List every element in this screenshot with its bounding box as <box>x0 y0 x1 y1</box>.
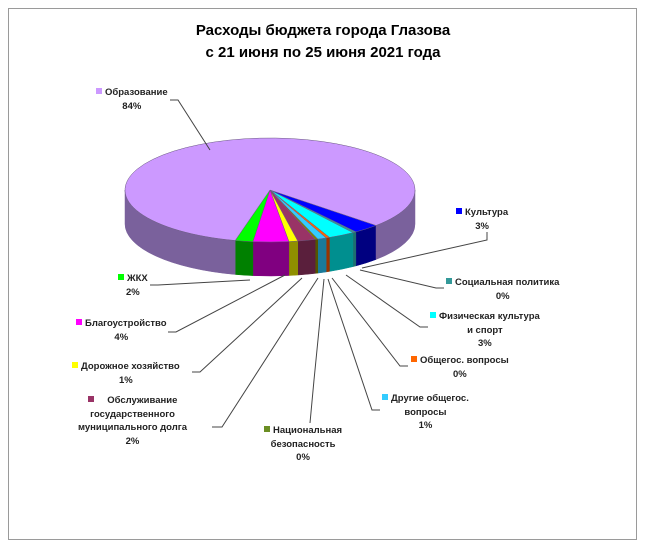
leader-line-zhkh <box>150 279 251 286</box>
pie-slice-1-side <box>352 231 357 267</box>
chart-frame <box>8 8 637 540</box>
legend-marker <box>72 362 78 368</box>
pie-slice-8-side <box>252 241 290 277</box>
legend-marker <box>430 312 436 318</box>
pie-slice-7-side <box>288 240 299 276</box>
legend-marker <box>446 278 452 284</box>
legend-marker <box>264 426 270 432</box>
leader-line-fizkultura <box>345 274 428 328</box>
leader-line-kultura <box>361 232 488 269</box>
legend-marker <box>382 394 388 400</box>
pie-slice-3-side <box>325 237 330 273</box>
legend-marker <box>118 274 124 280</box>
legend-marker <box>76 319 82 325</box>
pie-slice-6-side <box>297 239 316 276</box>
leader-line-drugie <box>327 278 380 411</box>
legend-marker <box>87 396 94 402</box>
chart-title-line2: с 21 июня по 25 июня 2021 года <box>205 44 441 61</box>
leader-line-obrazovanie <box>170 99 211 151</box>
legend-marker <box>96 88 102 94</box>
chart-title-line1: Расходы бюджета города Глазова <box>195 22 451 39</box>
pie-slice-5-side <box>314 238 318 274</box>
pie-slice-10-top <box>124 137 416 241</box>
legend-marker <box>411 356 417 362</box>
leader-line-blagoustroistvo <box>168 274 286 333</box>
pie-slice-2-side <box>329 232 354 272</box>
legend-marker <box>456 208 462 214</box>
pie-slice-9-side <box>234 240 254 276</box>
pie-slice-4-side <box>317 237 327 274</box>
leader-line-obshchegos <box>331 277 408 367</box>
leader-line-nacbez <box>309 278 325 424</box>
leader-line-dorozhnoe <box>192 277 303 373</box>
pie-slice-0-side <box>355 225 377 267</box>
leader-line-obsluzhivanie <box>212 277 319 428</box>
leader-line-socpolitika <box>359 269 444 289</box>
